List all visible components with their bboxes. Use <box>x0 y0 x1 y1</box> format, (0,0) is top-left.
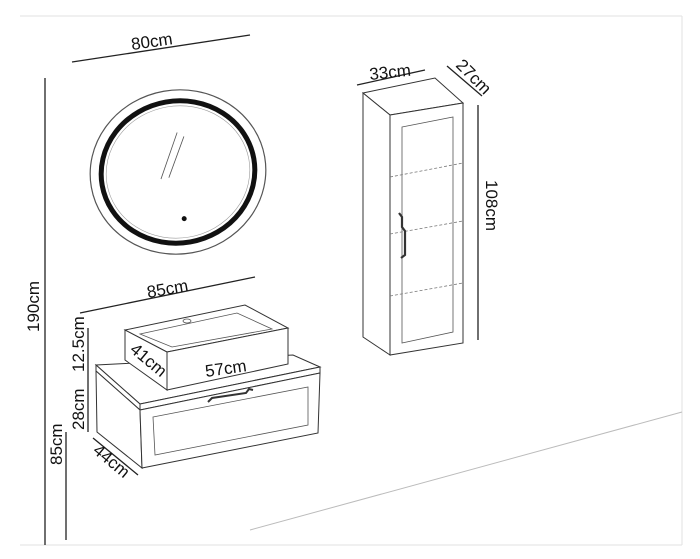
cabinet-width-label: 33cm <box>368 61 411 84</box>
total-height-label: 190cm <box>24 281 43 332</box>
led-ring <box>98 98 258 246</box>
mirror-frame <box>89 89 267 255</box>
tap-hole-icon <box>182 318 192 324</box>
drawer-panel <box>152 386 309 456</box>
shelf-line <box>389 282 464 297</box>
basin-front <box>166 327 289 391</box>
drawer-front <box>139 372 321 469</box>
cabinet-door <box>389 102 464 356</box>
shelf-line <box>389 220 464 235</box>
mirror-width-label: 80cm <box>130 29 174 54</box>
basin <box>123 304 290 391</box>
basin-bowl <box>138 312 274 348</box>
cabinet-side <box>362 91 391 356</box>
cabinet-height-label: 108cm <box>482 180 501 231</box>
cabinet-depth-label: 27cm <box>452 55 495 98</box>
shelf-line <box>389 162 464 178</box>
room-outline <box>20 15 683 546</box>
floor-line <box>249 411 683 531</box>
tall-cabinet <box>361 77 465 356</box>
vanity-width-label: 85cm <box>145 276 189 302</box>
vanity-height-label: 28cm <box>69 388 88 430</box>
touch-switch-icon <box>181 216 187 222</box>
drawer-handle-icon <box>207 387 254 403</box>
reflection-line <box>168 136 185 178</box>
dimension-lines <box>44 34 483 545</box>
basin-height-label: 12.5cm <box>69 316 88 372</box>
round-mirror <box>89 89 267 255</box>
door-handle-icon <box>398 212 407 259</box>
mount-height-label: 85cm <box>47 423 66 465</box>
reflection-line <box>160 132 178 180</box>
door-panel <box>401 116 454 344</box>
